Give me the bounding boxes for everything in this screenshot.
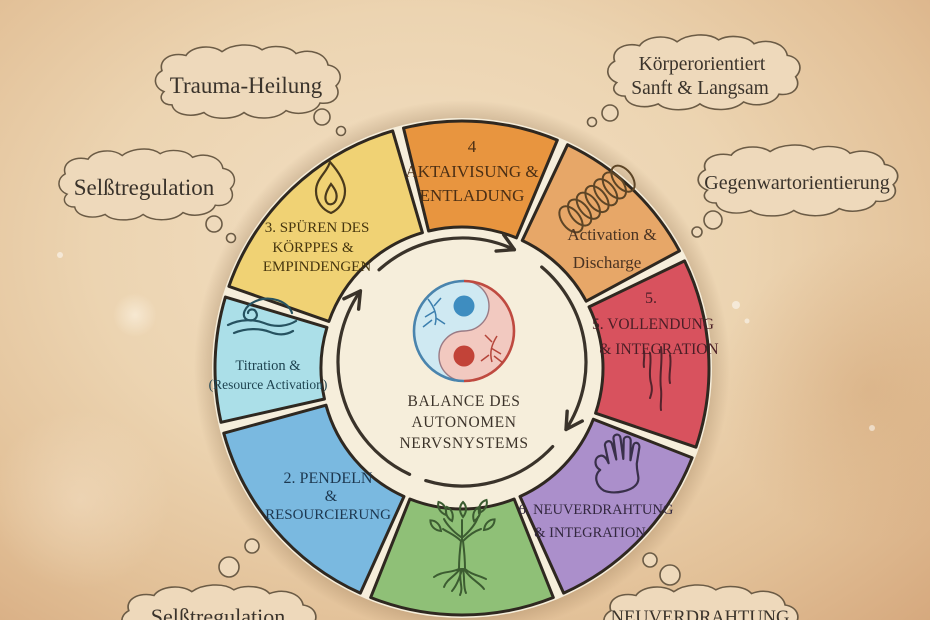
wheel-segment-spueren-des-koerpers — [227, 129, 424, 323]
svg-text:Sanft & Langsam: Sanft & Langsam — [631, 78, 769, 99]
thought-bubble-gegenwartorientierung: Gegenwartorientierung — [691, 144, 899, 238]
wheel-segment-erdung — [369, 497, 555, 617]
spring-coil-icon — [558, 164, 636, 234]
flame-icon — [314, 159, 347, 215]
thought-bubble-selbstregulation-left: Selßtregulation — [58, 148, 237, 244]
svg-text:5.: 5. — [645, 290, 657, 307]
wheel-segments — [213, 119, 711, 617]
svg-text:&: & — [325, 488, 338, 505]
cycle-arrowhead — [564, 409, 584, 432]
wheel-segment-aktivierung-entladung — [402, 119, 559, 240]
svg-text:BALANCE DES: BALANCE DES — [408, 393, 521, 410]
cycle-arrows — [336, 232, 588, 488]
svg-text:4: 4 — [468, 137, 477, 156]
svg-text:Trauma-Heilung: Trauma-Heilung — [170, 73, 323, 98]
segment-label-vollendung: 5. 5. VOLLENDUNG & INTEGRATION — [592, 290, 719, 358]
svg-text:Körperorientiert: Körperorientiert — [639, 54, 766, 75]
wheel-segment-pendeln-resourcierung — [222, 403, 406, 595]
wheel-segment-neuverdrahtung-integration — [518, 417, 694, 595]
cycle-arrow-arc — [424, 444, 555, 488]
svg-text:NERVSNYSTEMS: NERVSNYSTEMS — [399, 435, 528, 452]
svg-text:6. NEUVERDRAHTUNG: 6. NEUVERDRAHTUNG — [519, 502, 674, 518]
svg-text:Selßtregulation: Selßtregulation — [151, 604, 285, 620]
wheel-segment-titration — [213, 295, 329, 424]
red-neuron — [480, 334, 504, 364]
svg-text:RESOURCIERUNG: RESOURCIERUNG — [265, 507, 391, 523]
svg-text:AKTAIVISUNG &: AKTAIVISUNG & — [405, 162, 538, 181]
svg-text:Activation &: Activation & — [567, 225, 656, 244]
segment-label-activation-discharge: Activation & Discharge — [567, 225, 656, 272]
svg-text:ENTLADUNG: ENTLADUNG — [420, 186, 525, 205]
cycle-arrow-arc — [377, 236, 517, 272]
hand-icon — [594, 433, 641, 494]
svg-text:3. SPÜREN DES: 3. SPÜREN DES — [265, 219, 370, 236]
svg-text:(Resource Activation): (Resource Activation) — [209, 377, 328, 392]
blue-neuron — [422, 297, 446, 328]
cycle-arrowhead — [342, 289, 363, 311]
red-dot — [453, 345, 475, 367]
svg-text:Titration &: Titration & — [235, 358, 301, 374]
wheel-segment-vollendung-integration — [587, 259, 711, 449]
cycle-arrow-arc — [336, 289, 412, 476]
discharge-drip-icon — [642, 346, 672, 411]
svg-text:EMPINDENGEN: EMPINDENGEN — [263, 259, 371, 275]
svg-text:Gegenwartorientierung: Gegenwartorientierung — [704, 172, 889, 194]
thought-bubble-neuverdrahtung-bottom: NEUVERDRAHTUNG — [603, 552, 799, 620]
wheel-segment-activation-discharge — [520, 143, 681, 303]
svg-text:& INTEGRATION: & INTEGRATION — [534, 525, 646, 541]
segment-label-spueren: 3. SPÜREN DES KÖRPPES & EMPINDENGEN — [263, 219, 371, 275]
segment-label-aktivierung: 4 AKTAIVISUNG & ENTLADUNG — [405, 137, 538, 205]
svg-text:KÖRPPES &: KÖRPPES & — [272, 239, 354, 256]
wave-icon — [226, 297, 298, 336]
yin-yang-neurons-icon — [412, 279, 516, 383]
thought-bubble-selbstregulation-bottom: Selßtregulation — [121, 538, 317, 620]
svg-text:2. PENDELN: 2. PENDELN — [284, 470, 373, 487]
svg-text:5. VOLLENDUNG: 5. VOLLENDUNG — [592, 316, 714, 333]
segment-label-titration: Titration & (Resource Activation) — [209, 358, 328, 392]
svg-text:Discharge: Discharge — [573, 253, 642, 272]
svg-text:AUTONOMEN: AUTONOMEN — [412, 414, 517, 431]
blue-dot — [453, 295, 475, 317]
thought-bubble-trauma-heilung: Trauma-Heilung — [154, 44, 347, 137]
segment-label-neuverdrahtung: 6. NEUVERDRAHTUNG & INTEGRATION — [519, 502, 674, 541]
thought-bubble-koerperorientiert: Körperorientiert Sanft & Langsam — [586, 34, 801, 128]
center-title: BALANCE DES AUTONOMEN NERVSNYSTEMS — [399, 393, 528, 452]
svg-text:& INTEGRATION: & INTEGRATION — [599, 341, 718, 358]
cycle-arrow-arc — [540, 265, 588, 432]
cycle-arrowhead — [494, 232, 517, 253]
tree-roots-icon — [427, 497, 498, 596]
segment-label-pendeln: 2. PENDELN & RESOURCIERUNG — [265, 470, 391, 523]
svg-text:NEUVERDRAHTUNG: NEUVERDRAHTUNG — [611, 608, 790, 620]
background-speckles — [57, 252, 875, 431]
svg-text:Selßtregulation: Selßtregulation — [74, 175, 215, 200]
